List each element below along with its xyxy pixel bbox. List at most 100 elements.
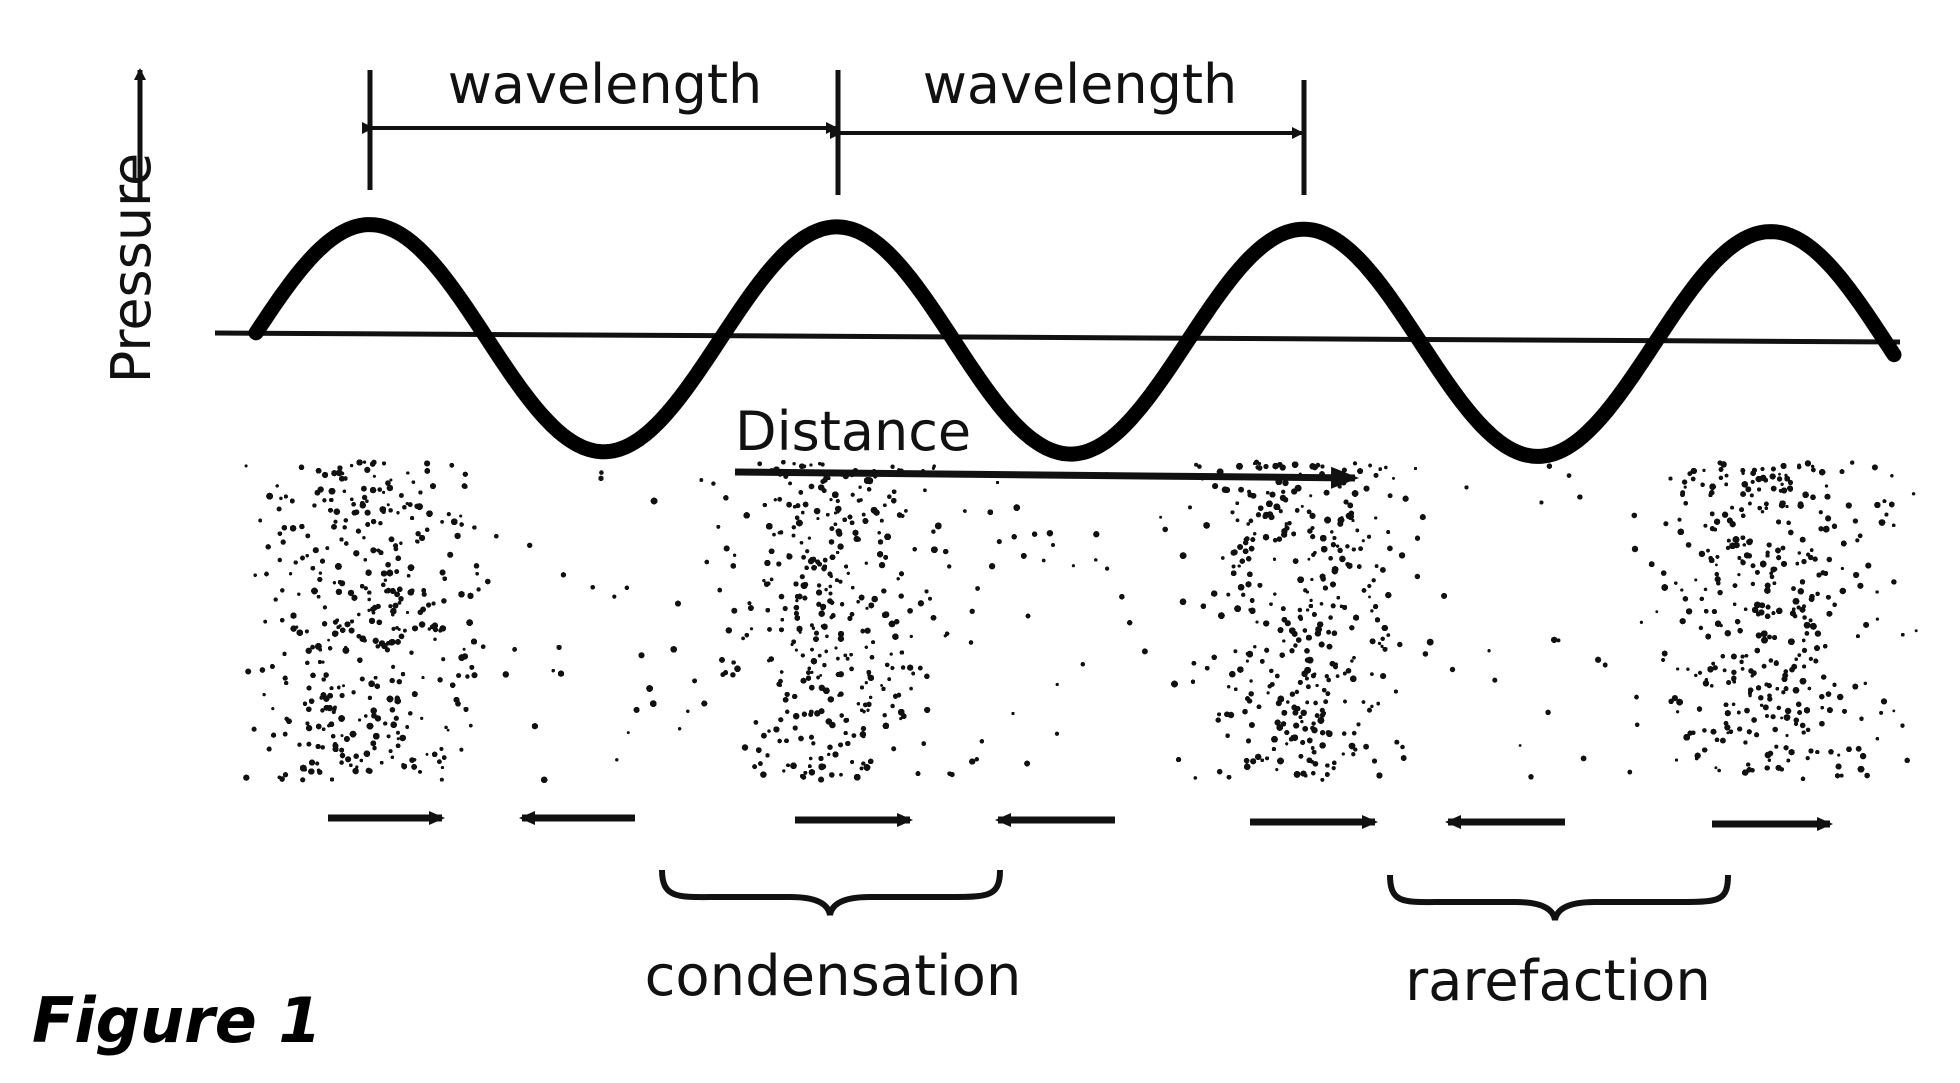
particle-dot [843,653,848,658]
particle-dot [1331,766,1336,771]
particle-dot [859,766,864,771]
particle-dot [340,734,344,738]
particle-dot [1274,673,1280,679]
particle-dot [760,771,767,778]
particle-dot [818,684,825,691]
particle-dot [1351,730,1357,736]
particle-dot [829,497,833,502]
particle-dot [1361,539,1365,543]
particle-dot [1220,556,1225,560]
particle-dot [828,539,835,545]
particle-dot [1741,491,1746,496]
particle-dot [849,611,855,617]
particle-dot [1309,512,1316,520]
particle-dot [1687,471,1693,477]
particle-dot [426,602,432,608]
particle-dot [447,551,454,558]
particle-dot [471,672,478,679]
particle-dot [850,492,855,497]
particle-dot [757,761,763,767]
particle-dot [1310,577,1314,582]
particle-dot [297,592,301,596]
particle-dot [1703,587,1708,592]
particle-dot [612,594,617,599]
particle-dot [305,647,312,654]
particle-dot [1880,698,1888,705]
particle-dot [1852,571,1860,579]
particle-dot [1212,483,1219,490]
particle-dot [347,589,355,597]
particle-dot [1784,707,1792,715]
particle-dot [638,652,645,659]
particle-dot [1789,666,1795,673]
particle-dot [1807,554,1814,561]
particle-dot [1305,684,1311,690]
particle-dot [1263,463,1269,470]
particle-dot [1315,462,1321,468]
particle-dot [1804,631,1810,636]
particle-dot [1682,596,1689,602]
particle-dot [864,561,868,565]
particle-dot [355,765,359,769]
particle-dot [1253,644,1257,649]
particle-dot [813,630,820,636]
particle-dot [827,470,833,476]
particle-dot [385,480,391,486]
particle-dot [1824,484,1829,488]
pressure-wave [248,217,1902,464]
particle-dot [827,744,833,750]
particle-dot [441,657,446,662]
particle-dot [527,542,533,548]
particle-dot [459,747,464,752]
particle-dot [280,539,286,545]
particle-dot [409,650,414,655]
particle-dot [389,706,396,713]
particle-dot [864,627,871,634]
particle-dot [817,653,822,658]
particle-dot [1371,758,1378,764]
particle-dot [626,731,630,735]
particle-dot [389,478,393,482]
particle-dot [1772,726,1778,733]
particle-dot [398,493,404,498]
particle-dot [1358,546,1364,552]
particle-dot [1235,518,1240,523]
particle-dot [1414,573,1421,580]
particle-dot [891,746,897,752]
particle-dot [1731,702,1736,707]
particle-dot [382,490,386,494]
particle-dot [1594,656,1602,663]
particle-dot [320,745,325,750]
particle-dot [433,637,437,642]
particle-dot [1492,677,1498,683]
particle-dot [360,485,367,492]
particle-dot [1380,673,1387,680]
particle-dot [1805,727,1811,733]
particle-dot [1330,530,1334,534]
particle-dot [1226,685,1231,689]
particle-dot [245,668,252,675]
particle-dot [1367,583,1372,589]
particle-dot [1825,691,1832,697]
particle-dot [361,494,368,501]
particle-dot [801,554,807,560]
particle-dot [392,602,399,609]
particle-dot [1849,460,1855,465]
baseline [214,330,1901,345]
particle-dot [396,678,403,685]
particle-dot [1377,641,1382,646]
particle-dot [1845,502,1852,509]
particle-dot [1387,545,1393,552]
particle-dot [1762,704,1769,711]
particle-dot [1797,653,1802,657]
particle-dot [1712,666,1717,671]
particle-dot [1233,649,1238,654]
particle-dot [1046,529,1054,537]
particle-dot [749,627,754,631]
particle-dot [1774,744,1779,749]
particle-dot [1767,634,1772,640]
particle-dot [295,625,299,629]
particle-dot [1041,558,1046,563]
particle-dot [784,709,790,715]
particle-dot [1252,532,1257,536]
